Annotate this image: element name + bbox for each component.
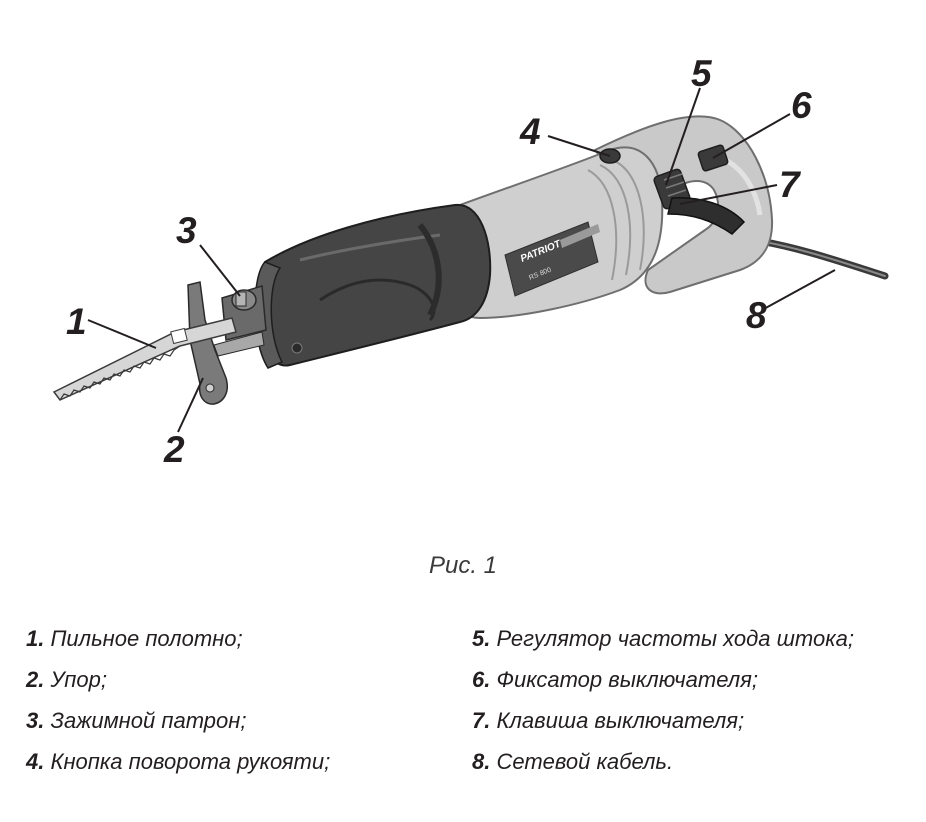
legend-item: 7. Клавиша выключателя; <box>472 700 854 741</box>
front-grip <box>256 203 492 367</box>
legend-number: 6. <box>472 667 491 692</box>
legend-text: Регулятор частоты хода штока; <box>496 626 854 651</box>
legend-item: 5. Регулятор частоты хода штока; <box>472 618 854 659</box>
callout-8: 8 <box>746 295 767 336</box>
legend-text: Фиксатор выключателя; <box>496 667 758 692</box>
callout-3: 3 <box>176 210 197 251</box>
callout-6: 6 <box>791 85 812 126</box>
legend-text: Клавиша выключателя; <box>496 708 745 733</box>
legend-item: 4. Кнопка поворота рукояти; <box>26 741 330 782</box>
legend-text: Упор; <box>50 667 107 692</box>
callout-1: 1 <box>66 301 87 342</box>
legend-text: Пильное полотно; <box>50 626 243 651</box>
legend-number: 8. <box>472 749 491 774</box>
legend-number: 1. <box>26 626 45 651</box>
leader-lines <box>87 87 836 433</box>
legend-number: 2. <box>26 667 45 692</box>
figure-caption: Рис. 1 <box>428 552 498 579</box>
legend-item: 8. Сетевой кабель. <box>472 741 854 782</box>
legend-item: 6. Фиксатор выключателя; <box>472 659 854 700</box>
legend-text: Кнопка поворота рукояти; <box>50 749 331 774</box>
legend-number: 7. <box>472 708 491 733</box>
legend-text: Сетевой кабель. <box>496 749 674 774</box>
legend-text: Зажимной патрон; <box>50 708 247 733</box>
callout-2: 2 <box>163 429 185 470</box>
legend-item: 1. Пильное полотно; <box>26 618 330 659</box>
callout-5: 5 <box>691 53 713 94</box>
legend-number: 5. <box>472 626 491 651</box>
legend-item: 2. Упор; <box>26 659 330 700</box>
legend-number: 4. <box>26 749 45 774</box>
legend-number: 3. <box>26 708 45 733</box>
legend-item: 3. Зажимной патрон; <box>26 700 330 741</box>
legend-left-column: 1. Пильное полотно; 2. Упор; 3. Зажимной… <box>26 618 330 782</box>
legend-right-column: 5. Регулятор частоты хода штока; 6. Фикс… <box>472 618 854 782</box>
shoe-guide <box>187 281 228 405</box>
callout-4: 4 <box>519 111 541 152</box>
callout-7: 7 <box>779 164 802 205</box>
reciprocating-saw-diagram: PATRIOT RS 800 1 2 3 4 5 6 7 8 <box>52 53 889 470</box>
